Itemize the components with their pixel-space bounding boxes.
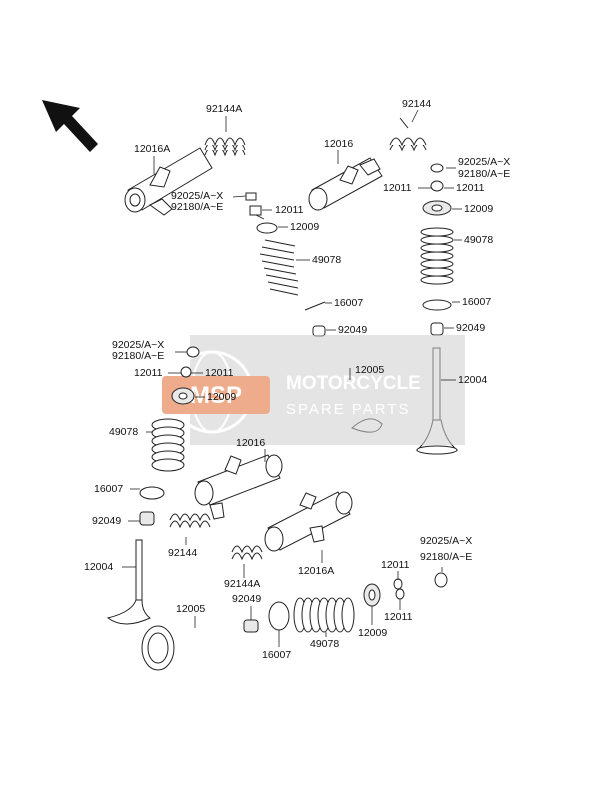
keeper-12011-mid [180, 366, 192, 378]
part-label: 92049 [456, 322, 485, 334]
part-label: 92049 [232, 593, 261, 605]
watermark-line1: MOTORCYCLE [286, 373, 421, 394]
part-label: 12016A [298, 565, 334, 577]
part-label: 92180/A~E [112, 350, 164, 362]
shim-92025-top-left [245, 192, 257, 201]
spring-92144-top [389, 117, 427, 152]
part-label: 92180/A~E [420, 551, 472, 563]
seal-16007-top-left [304, 301, 326, 311]
part-label: 16007 [94, 483, 123, 495]
part-label: 12016 [236, 437, 265, 449]
part-label: 12016A [134, 143, 170, 155]
part-labels: 92144A 92144 12016A 12016 92025/A~X 9218… [84, 98, 510, 661]
valve-spring-49078-bottom [293, 597, 355, 633]
part-label: 92144A [206, 103, 242, 115]
front-direction-arrow-icon [42, 100, 98, 152]
part-label: 92144 [402, 98, 431, 110]
seal-16007-bottom [268, 601, 290, 631]
rocker-arm-12016-top [308, 157, 383, 211]
valve-spring-49078-mid [151, 418, 185, 472]
spring-92144A-top [204, 137, 246, 157]
lifter-92049-top-left [312, 325, 326, 337]
rocker-arm-12016A-top [124, 147, 213, 216]
part-label: 12009 [290, 221, 319, 233]
part-label: 92144A [224, 578, 260, 590]
part-label: 49078 [312, 254, 341, 266]
lifter-92049-bottom [243, 619, 259, 633]
part-label: 92025/A~X [171, 190, 223, 202]
keeper-12011-bottom-b [395, 588, 405, 600]
spring-92144-lower [169, 513, 211, 529]
part-label: 12009 [207, 391, 236, 403]
part-label: 92180/A~E [171, 201, 223, 213]
part-label: 12011 [456, 182, 485, 194]
valve-spring-49078-top-left [259, 239, 299, 296]
part-label: 12011 [205, 367, 234, 379]
part-label: 12009 [358, 627, 387, 639]
valve-spring-49078-top-right [420, 227, 454, 285]
part-label: 49078 [109, 426, 138, 438]
part-label: 16007 [334, 297, 363, 309]
lifter-92049-top-right [430, 322, 444, 336]
part-label: 12004 [458, 374, 487, 386]
part-label: 12005 [355, 364, 384, 376]
shim-92025-top-right [430, 163, 444, 173]
part-label: 12011 [275, 204, 304, 216]
watermark-line2: SPARE PARTS [286, 401, 411, 418]
leader-lines [122, 109, 462, 647]
shim-92025-bottom [434, 572, 448, 588]
valve-12004-lower [106, 539, 151, 625]
part-label: 49078 [464, 234, 493, 246]
part-label: 12011 [134, 367, 163, 379]
part-label: 92025/A~X [112, 339, 164, 351]
spring-92144A-lower [231, 545, 263, 561]
watermark: MSP MOTORCYCLE SPARE PARTS [162, 335, 465, 445]
part-label: 92180/A~E [458, 168, 510, 180]
retainer-12009-top-left [256, 222, 278, 234]
part-label: 12011 [383, 182, 412, 194]
part-label: 12011 [384, 611, 413, 623]
part-label: 12004 [84, 561, 113, 573]
shim-92025-mid [186, 346, 200, 358]
part-label: 92049 [92, 515, 121, 527]
part-label: 92144 [168, 547, 197, 559]
keeper-12011-top-left [249, 205, 262, 216]
lifter-92049-mid [139, 511, 155, 526]
part-label: 16007 [262, 649, 291, 661]
valve-12005-lower [141, 625, 236, 671]
part-label: 12005 [176, 603, 205, 615]
part-label: 12009 [464, 203, 493, 215]
part-label: 12011 [381, 559, 410, 571]
part-label: 92025/A~X [420, 535, 472, 547]
part-label: 92049 [338, 324, 367, 336]
part-label: 92025/A~X [458, 156, 510, 168]
part-label: 16007 [462, 296, 491, 308]
seal-16007-top-right [422, 299, 452, 311]
part-label: 12016 [324, 138, 353, 150]
keeper-12011-bottom-a [393, 578, 403, 590]
keeper-12011-top-right [430, 180, 444, 192]
rocker-arm-12016-lower [194, 454, 283, 520]
rocker-arm-12016A-lower [264, 491, 353, 552]
watermark-badge-text: MSP [190, 382, 242, 409]
seal-16007-mid [139, 486, 165, 500]
part-label: 49078 [310, 638, 339, 650]
